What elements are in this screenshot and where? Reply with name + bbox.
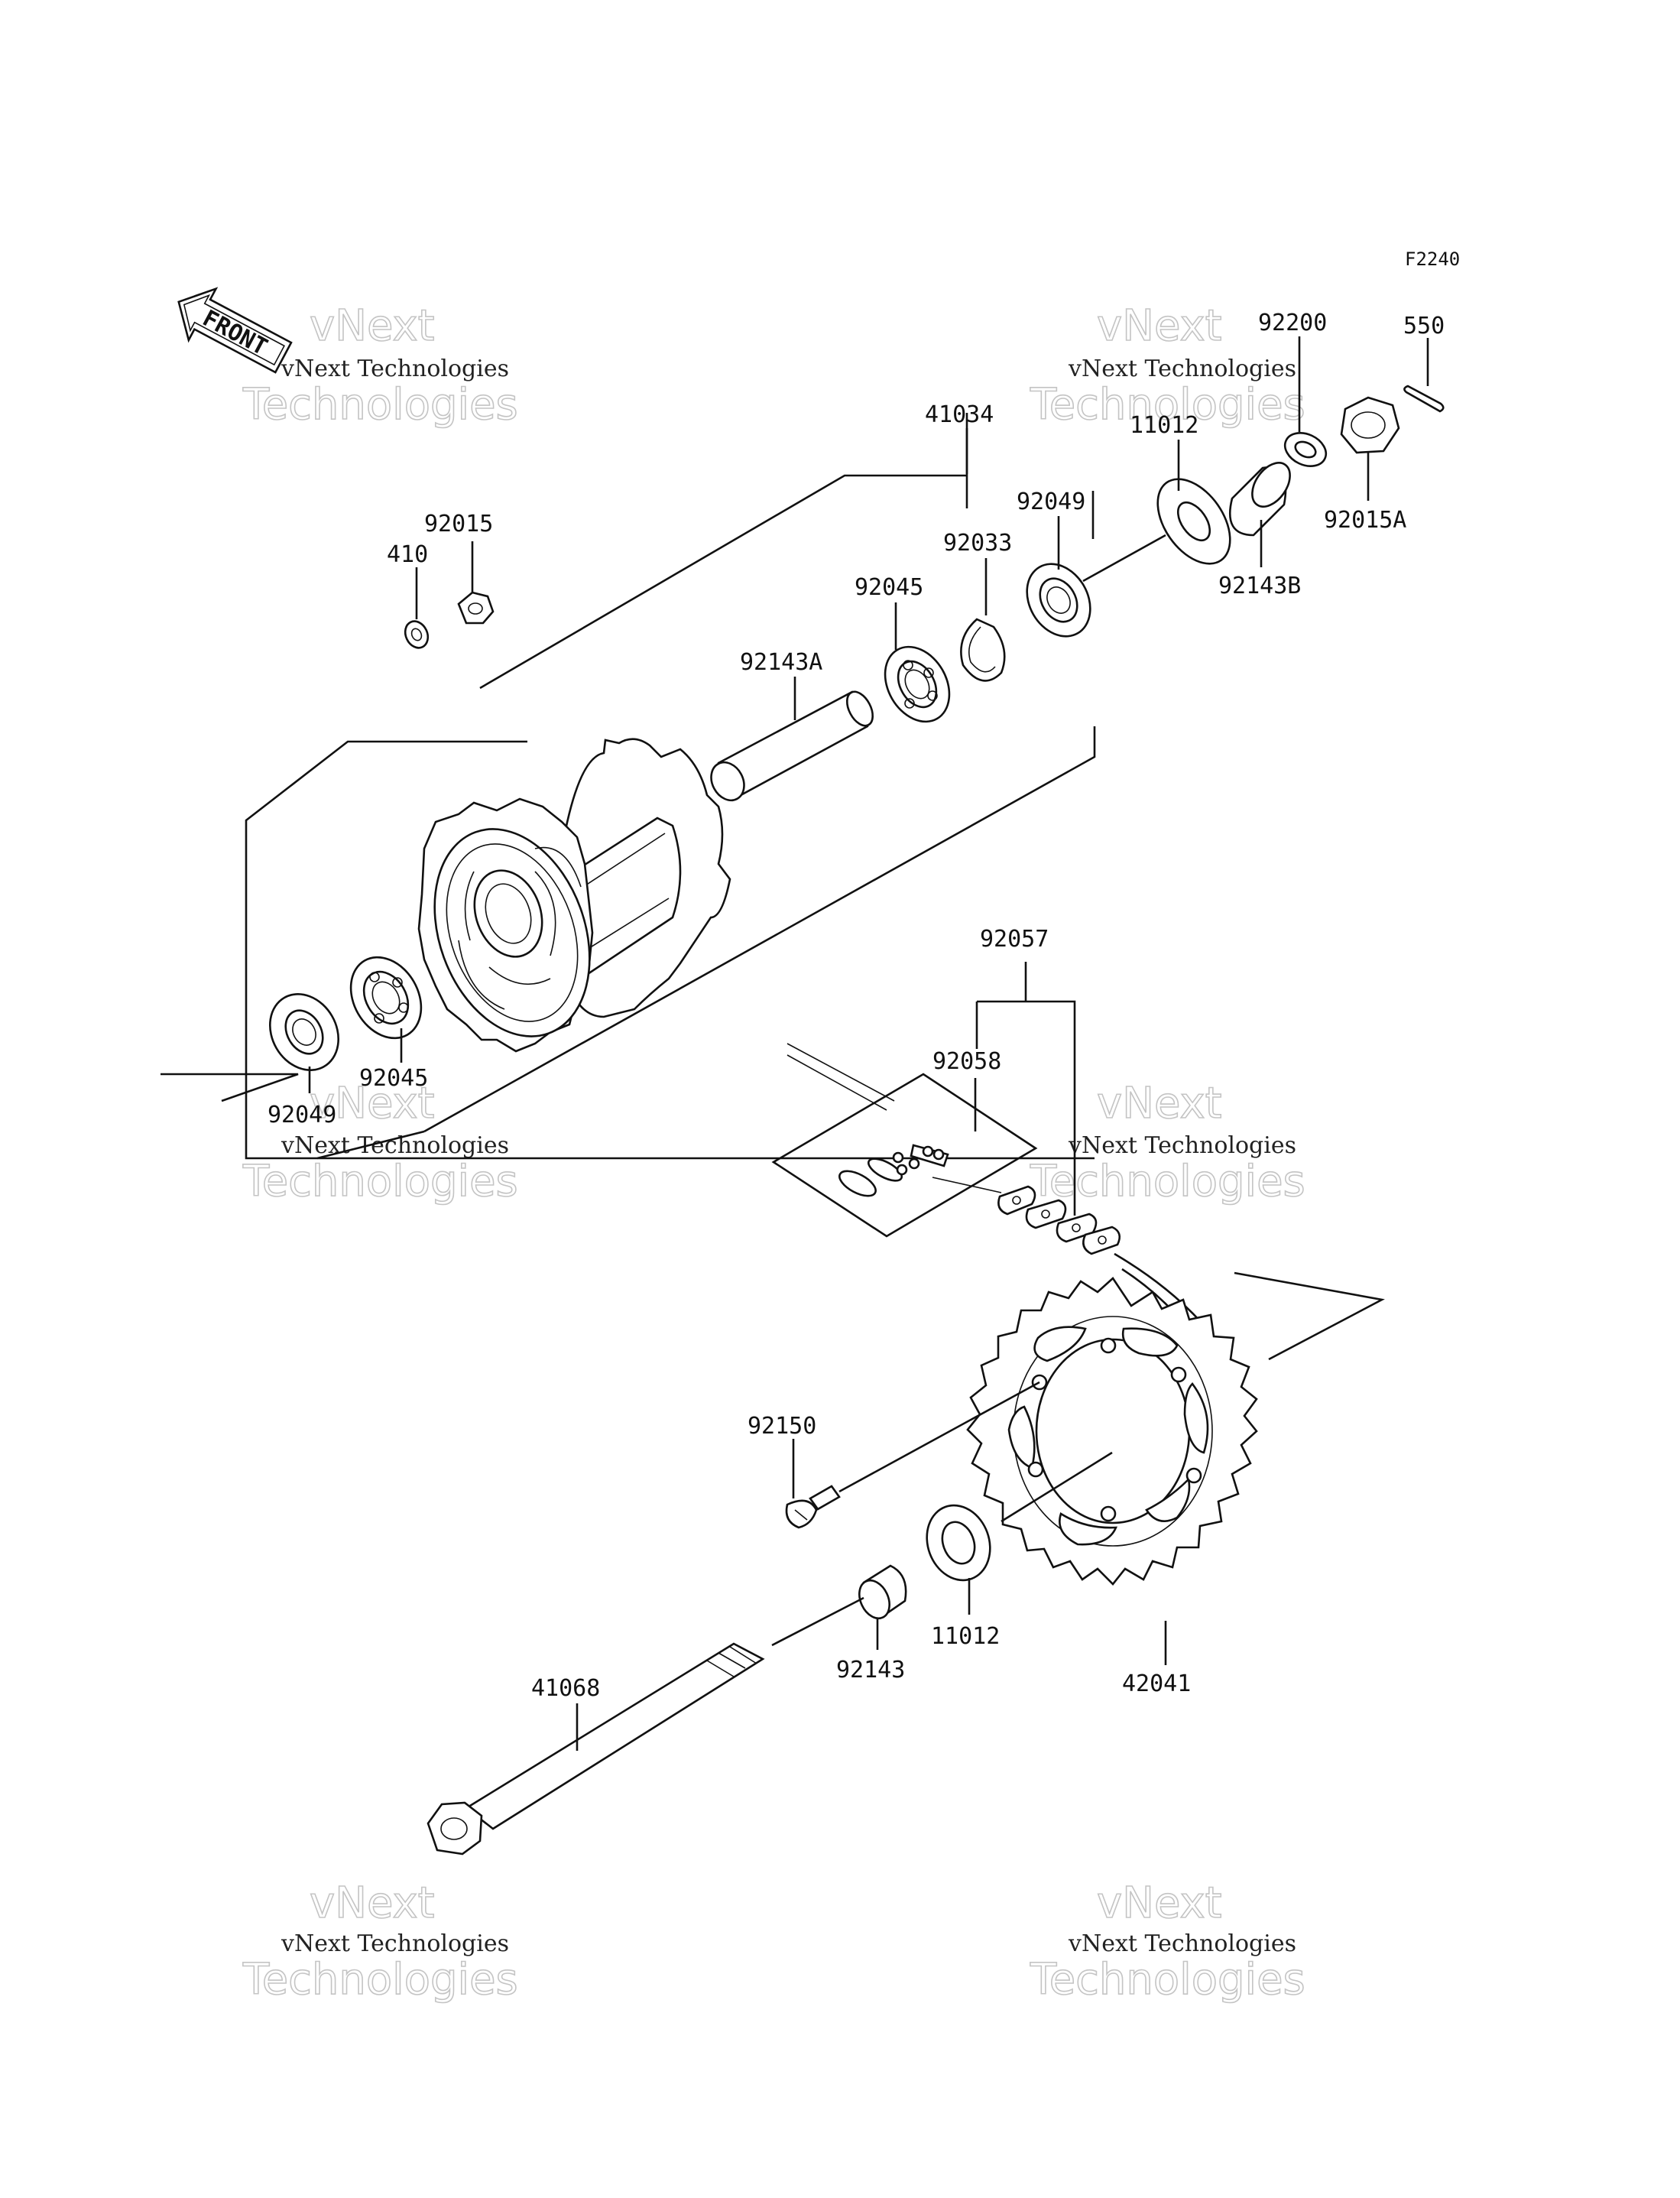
rear-sprocket-42041 — [966, 1277, 1258, 1586]
svg-text:Technologies: Technologies — [1030, 1157, 1305, 1206]
watermark-mid-left: vNext vNext Technologies Technologies — [242, 1078, 518, 1207]
svg-text:vNext Technologies: vNext Technologies — [1068, 356, 1296, 382]
svg-text:vNext: vNext — [310, 1878, 435, 1928]
label-11012-bottom: 11012 — [931, 1623, 1000, 1650]
svg-text:Technologies: Technologies — [242, 1955, 518, 2005]
bolt-92150 — [785, 1381, 1040, 1529]
nut-92015 — [457, 591, 495, 625]
svg-text:vNext: vNext — [1097, 301, 1222, 351]
washer-410 — [404, 620, 430, 649]
svg-text:vNext Technologies: vNext Technologies — [281, 356, 509, 382]
oil-seal-92049-top — [1026, 563, 1091, 638]
svg-text:vNext Technologies: vNext Technologies — [1068, 1930, 1296, 1957]
label-410: 410 — [387, 541, 428, 568]
label-92143A: 92143A — [740, 649, 822, 676]
label-11012-top: 11012 — [1130, 412, 1198, 439]
label-92015A: 92015A — [1324, 507, 1406, 534]
label-92033: 92033 — [943, 530, 1012, 557]
svg-text:vNext Technologies: vNext Technologies — [281, 1132, 509, 1159]
watermark-mid-right: vNext vNext Technologies Technologies — [1029, 1078, 1305, 1207]
svg-text:Technologies: Technologies — [1030, 1955, 1305, 2005]
svg-text:vNext Technologies: vNext Technologies — [1068, 1132, 1296, 1159]
collar-92143B — [1228, 462, 1291, 537]
label-92143B: 92143B — [1218, 573, 1301, 599]
front-arrow-icon: FRONT — [177, 287, 293, 374]
diagram-code: F2240 — [1405, 248, 1460, 270]
label-92049-left: 92049 — [268, 1102, 336, 1128]
collar-92143 — [858, 1564, 907, 1620]
label-92057: 92057 — [980, 926, 1049, 953]
label-92143: 92143 — [836, 1657, 905, 1683]
label-92058: 92058 — [932, 1048, 1001, 1075]
cotter-pin-550 — [1403, 385, 1445, 413]
nut-92015A — [1340, 396, 1400, 454]
label-41034: 41034 — [925, 401, 994, 428]
wheel-hub — [417, 738, 731, 1053]
svg-text:vNext: vNext — [1097, 1079, 1222, 1128]
label-41068: 41068 — [531, 1675, 600, 1702]
svg-text:vNext: vNext — [310, 1079, 435, 1128]
watermark-top-right: vNext vNext Technologies Technologies — [1029, 300, 1305, 430]
drive-chain — [997, 1185, 1232, 1369]
svg-text:Technologies: Technologies — [242, 380, 518, 430]
hub-assembly-frame — [161, 413, 1096, 1160]
oil-seal-92049-left — [268, 993, 340, 1071]
label-550: 550 — [1403, 313, 1445, 339]
watermark-bottom-right: vNext vNext Technologies Technologies — [1029, 1878, 1305, 2005]
watermark-bottom-left: vNext vNext Technologies Technologies — [242, 1878, 518, 2005]
label-92045-top: 92045 — [855, 574, 923, 601]
bearing-92045-top — [884, 645, 951, 723]
label-92015: 92015 — [424, 511, 493, 537]
watermark-top-left: vNext vNext Technologies Technologies — [242, 300, 518, 430]
collar-11012-top — [1156, 478, 1231, 565]
bearing-92045-left — [349, 956, 423, 1040]
label-92049-top: 92049 — [1017, 489, 1085, 515]
spacer-92143A — [710, 690, 874, 802]
chain-joint-box — [771, 1043, 1038, 1238]
label-92200: 92200 — [1258, 310, 1327, 336]
label-92045-left: 92045 — [359, 1065, 428, 1092]
svg-text:Technologies: Technologies — [242, 1157, 518, 1206]
label-42041: 42041 — [1122, 1670, 1191, 1697]
svg-text:vNext Technologies: vNext Technologies — [281, 1930, 509, 1957]
circlip-92033 — [960, 618, 1006, 682]
svg-text:vNext: vNext — [310, 301, 435, 351]
svg-text:Technologies: Technologies — [1030, 380, 1305, 430]
label-92150: 92150 — [748, 1413, 816, 1440]
washer-92200 — [1283, 432, 1328, 467]
svg-text:vNext: vNext — [1097, 1878, 1222, 1928]
axle-41068 — [426, 1642, 765, 1855]
collar-11012-bottom — [926, 1504, 991, 1582]
